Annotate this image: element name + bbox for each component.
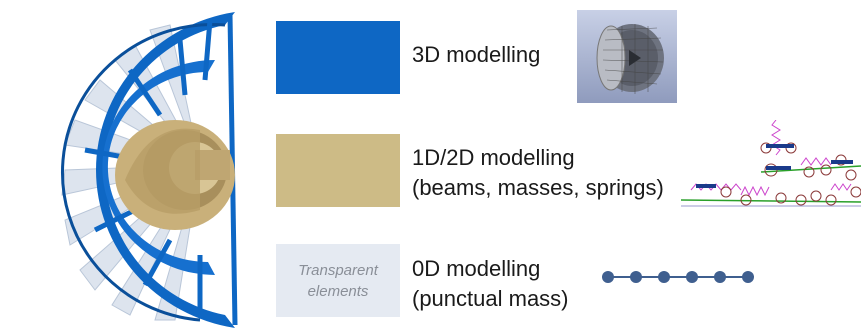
punctual-mass-chain-icon xyxy=(602,271,754,283)
swatch-1d2d-modelling xyxy=(276,134,400,207)
engine-cutaway-illustration xyxy=(61,12,238,328)
point-mass-node xyxy=(686,271,698,283)
swatch-caption-line: elements xyxy=(307,282,369,300)
beam-spring-model-icon xyxy=(681,120,861,207)
point-mass-node xyxy=(714,271,726,283)
point-mass-node xyxy=(658,271,670,283)
label-line: (beams, masses, springs) xyxy=(412,175,664,200)
point-mass-node xyxy=(742,271,754,283)
3d-mesh-thumbnail xyxy=(577,10,677,103)
label-1d2d-modelling: 1D/2D modelling (beams, masses, springs) xyxy=(412,143,664,203)
swatch-caption-line: Transparent xyxy=(298,261,378,279)
engine-core xyxy=(115,120,235,230)
label-3d-modelling: 3D modelling xyxy=(412,40,540,70)
label-line: (punctual mass) xyxy=(412,286,569,311)
label-0d-modelling: 0D modelling (punctual mass) xyxy=(412,254,569,314)
label-line: 3D modelling xyxy=(412,42,541,67)
point-mass-node xyxy=(602,271,614,283)
label-line: 0D modelling xyxy=(412,256,541,281)
label-line: 1D/2D modelling xyxy=(412,145,575,170)
swatch-0d-modelling: Transparent elements xyxy=(276,244,400,317)
point-mass-node xyxy=(630,271,642,283)
swatch-3d-modelling xyxy=(276,21,400,94)
